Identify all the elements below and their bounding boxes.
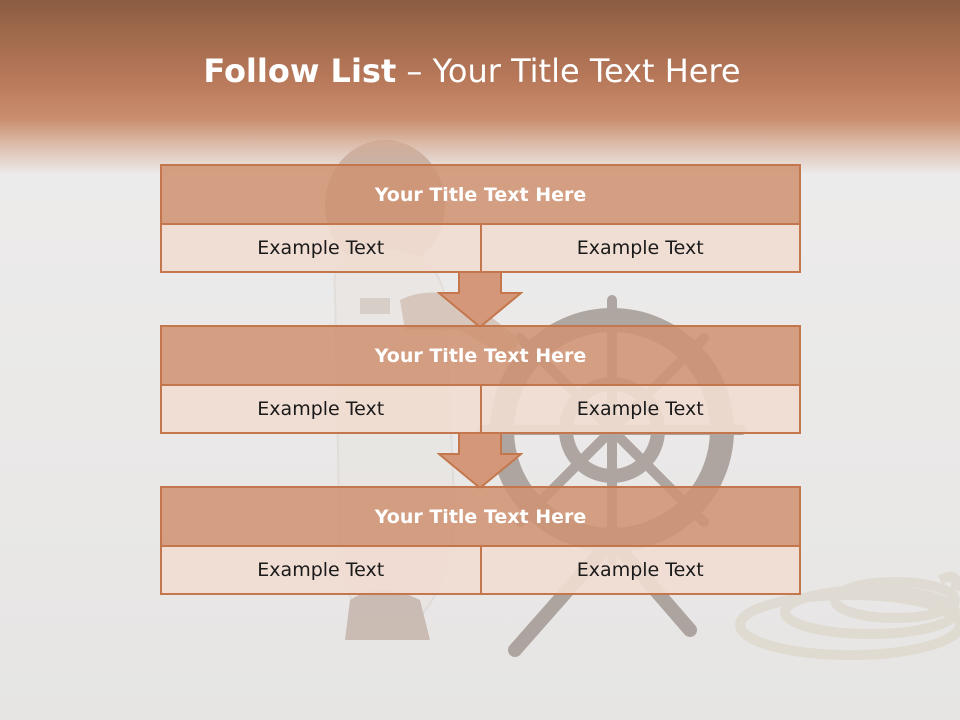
rope-image [735, 571, 960, 660]
follow-block-1: Your Title Text Here Example Text Exampl… [160, 164, 801, 273]
follow-block-left-text: Example Text [257, 398, 385, 420]
follow-block-3: Your Title Text Here Example Text Exampl… [160, 486, 801, 595]
follow-block-title: Your Title Text Here [162, 327, 799, 386]
follow-block-right-text: Example Text [479, 225, 800, 271]
header-band [0, 0, 960, 175]
follow-block-right-text: Example Text [479, 386, 800, 432]
down-arrow-icon [437, 271, 523, 329]
follow-block-right-text: Example Text [479, 547, 800, 593]
slide-title-rest: Your Title Text Here [432, 52, 741, 90]
slide-title-bold: Follow List [203, 52, 397, 90]
slide-title: Follow List – Your Title Text Here [0, 52, 944, 90]
follow-block-2: Your Title Text Here Example Text Exampl… [160, 325, 801, 434]
follow-block-title: Your Title Text Here [162, 488, 799, 547]
follow-block-title: Your Title Text Here [162, 166, 799, 225]
slide-title-separator: – [396, 52, 433, 90]
down-arrow-icon [437, 432, 523, 490]
follow-block-row: Example Text Example Text [162, 547, 799, 593]
follow-block-left-text: Example Text [257, 559, 385, 581]
follow-block-left-text: Example Text [257, 237, 385, 259]
follow-block-row: Example Text Example Text [162, 386, 799, 432]
follow-block-row: Example Text Example Text [162, 225, 799, 271]
